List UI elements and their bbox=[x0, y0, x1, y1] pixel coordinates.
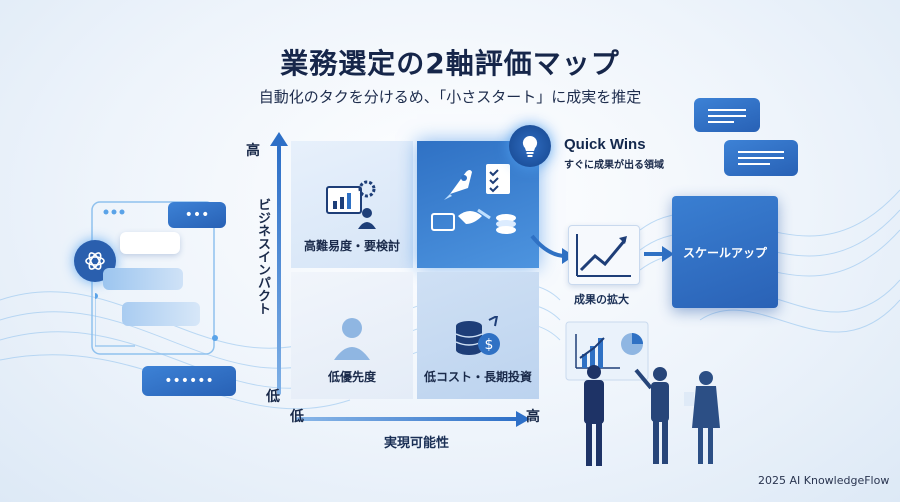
page-subtitle: 自動化のタクを分けるめ、「小さスタート」に成実を推定 bbox=[258, 88, 642, 106]
chat-bubble-dots: •••••• bbox=[142, 366, 236, 396]
scaleup-box: スケールアップ bbox=[672, 196, 778, 308]
dashboard-gear-icon bbox=[326, 180, 376, 229]
quadrant-high-difficulty: 高難易度・要検討 bbox=[291, 141, 413, 268]
x-axis-low-label: 低 bbox=[290, 409, 304, 425]
quick-wins-icons bbox=[431, 164, 516, 234]
lightbulb-icon bbox=[509, 125, 551, 167]
coins-dollar-icon: $ bbox=[455, 316, 500, 355]
y-axis-high-label: 高 bbox=[246, 143, 260, 159]
quadrant-label: 低優先度 bbox=[327, 370, 376, 384]
chat-bubble bbox=[694, 98, 760, 132]
chat-bubble bbox=[122, 302, 200, 326]
y-axis-arrowhead bbox=[270, 132, 288, 146]
scaleup-label: スケールアップ bbox=[682, 245, 767, 260]
quadrant-low-cost: $ 低コスト・長期投資 bbox=[417, 272, 539, 399]
svg-text:$: $ bbox=[485, 337, 494, 353]
chat-bubble bbox=[120, 232, 180, 254]
x-axis-high-label: 高 bbox=[526, 409, 540, 425]
y-axis-title: ビジネスインパクト bbox=[255, 198, 270, 315]
y-axis-line bbox=[277, 145, 281, 395]
evaluation-matrix: 高難易度・要検討 低優先度 $ 低コスト・長期投資 bbox=[291, 141, 541, 401]
people-presentation-illustration bbox=[565, 321, 720, 466]
quadrant-quick-wins bbox=[417, 141, 539, 268]
coins-dollar-icon bbox=[431, 213, 516, 234]
quick-wins-title: Quick Wins bbox=[564, 136, 646, 153]
x-axis-line bbox=[296, 417, 518, 421]
y-axis-low-label: 低 bbox=[266, 389, 280, 405]
page-title: 業務選定の2軸評価マップ bbox=[280, 47, 620, 80]
x-axis-arrowhead bbox=[516, 411, 530, 427]
person-icon bbox=[334, 318, 370, 360]
quick-wins-subtitle: すぐに成果が出る領域 bbox=[564, 160, 664, 171]
connector-lines bbox=[95, 293, 218, 347]
credit-text: 2025 AI KnowledgeFlow bbox=[758, 474, 890, 487]
quadrant-label: 高難易度・要検討 bbox=[303, 239, 400, 253]
quadrant-low-priority: 低優先度 bbox=[291, 272, 413, 399]
quadrant-label: 低コスト・長期投資 bbox=[423, 370, 532, 384]
chat-bubble-dots: ••• bbox=[168, 202, 226, 228]
result-label: 成果の拡大 bbox=[574, 293, 629, 306]
rocket-icon bbox=[444, 170, 472, 200]
x-axis-title: 実現可能性 bbox=[384, 436, 450, 451]
chat-bubble bbox=[103, 268, 183, 290]
growth-chart-icon bbox=[568, 225, 640, 285]
chat-bubble bbox=[724, 140, 798, 176]
checklist-icon bbox=[486, 164, 510, 194]
handshake-icon bbox=[458, 208, 491, 224]
